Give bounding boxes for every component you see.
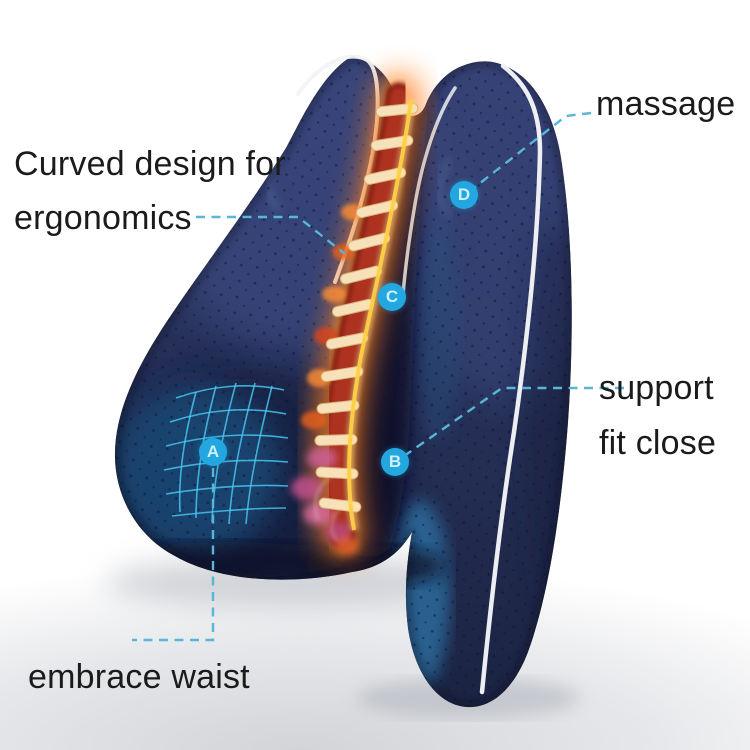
label-massage: massage	[596, 85, 736, 123]
marker-b: B	[381, 448, 409, 476]
label-embrace-waist: embrace waist	[28, 658, 250, 696]
leader-ergonomics	[196, 215, 346, 255]
marker-b-letter: B	[388, 452, 402, 471]
spine-overlay	[291, 73, 422, 558]
label-support-line2: fit close	[599, 424, 717, 462]
leader-lines	[132, 111, 624, 642]
label-curved-design-line1: Curved design for	[14, 145, 286, 183]
floor	[0, 530, 750, 750]
label-curved-design-line2: ergonomics	[14, 199, 192, 237]
marker-c: C	[378, 283, 406, 311]
leader-massage	[469, 111, 592, 192]
leader-embrace	[132, 468, 215, 642]
sacrum-blobs	[291, 447, 359, 555]
vertebrae	[314, 102, 419, 513]
marker-d: D	[450, 181, 478, 209]
marker-a: A	[199, 438, 227, 466]
marker-c-letter: C	[385, 287, 399, 306]
marker-d-letter: D	[457, 185, 471, 204]
label-support-line1: support	[599, 369, 714, 407]
leader-support	[403, 386, 624, 457]
marker-a-letter: A	[206, 442, 220, 461]
